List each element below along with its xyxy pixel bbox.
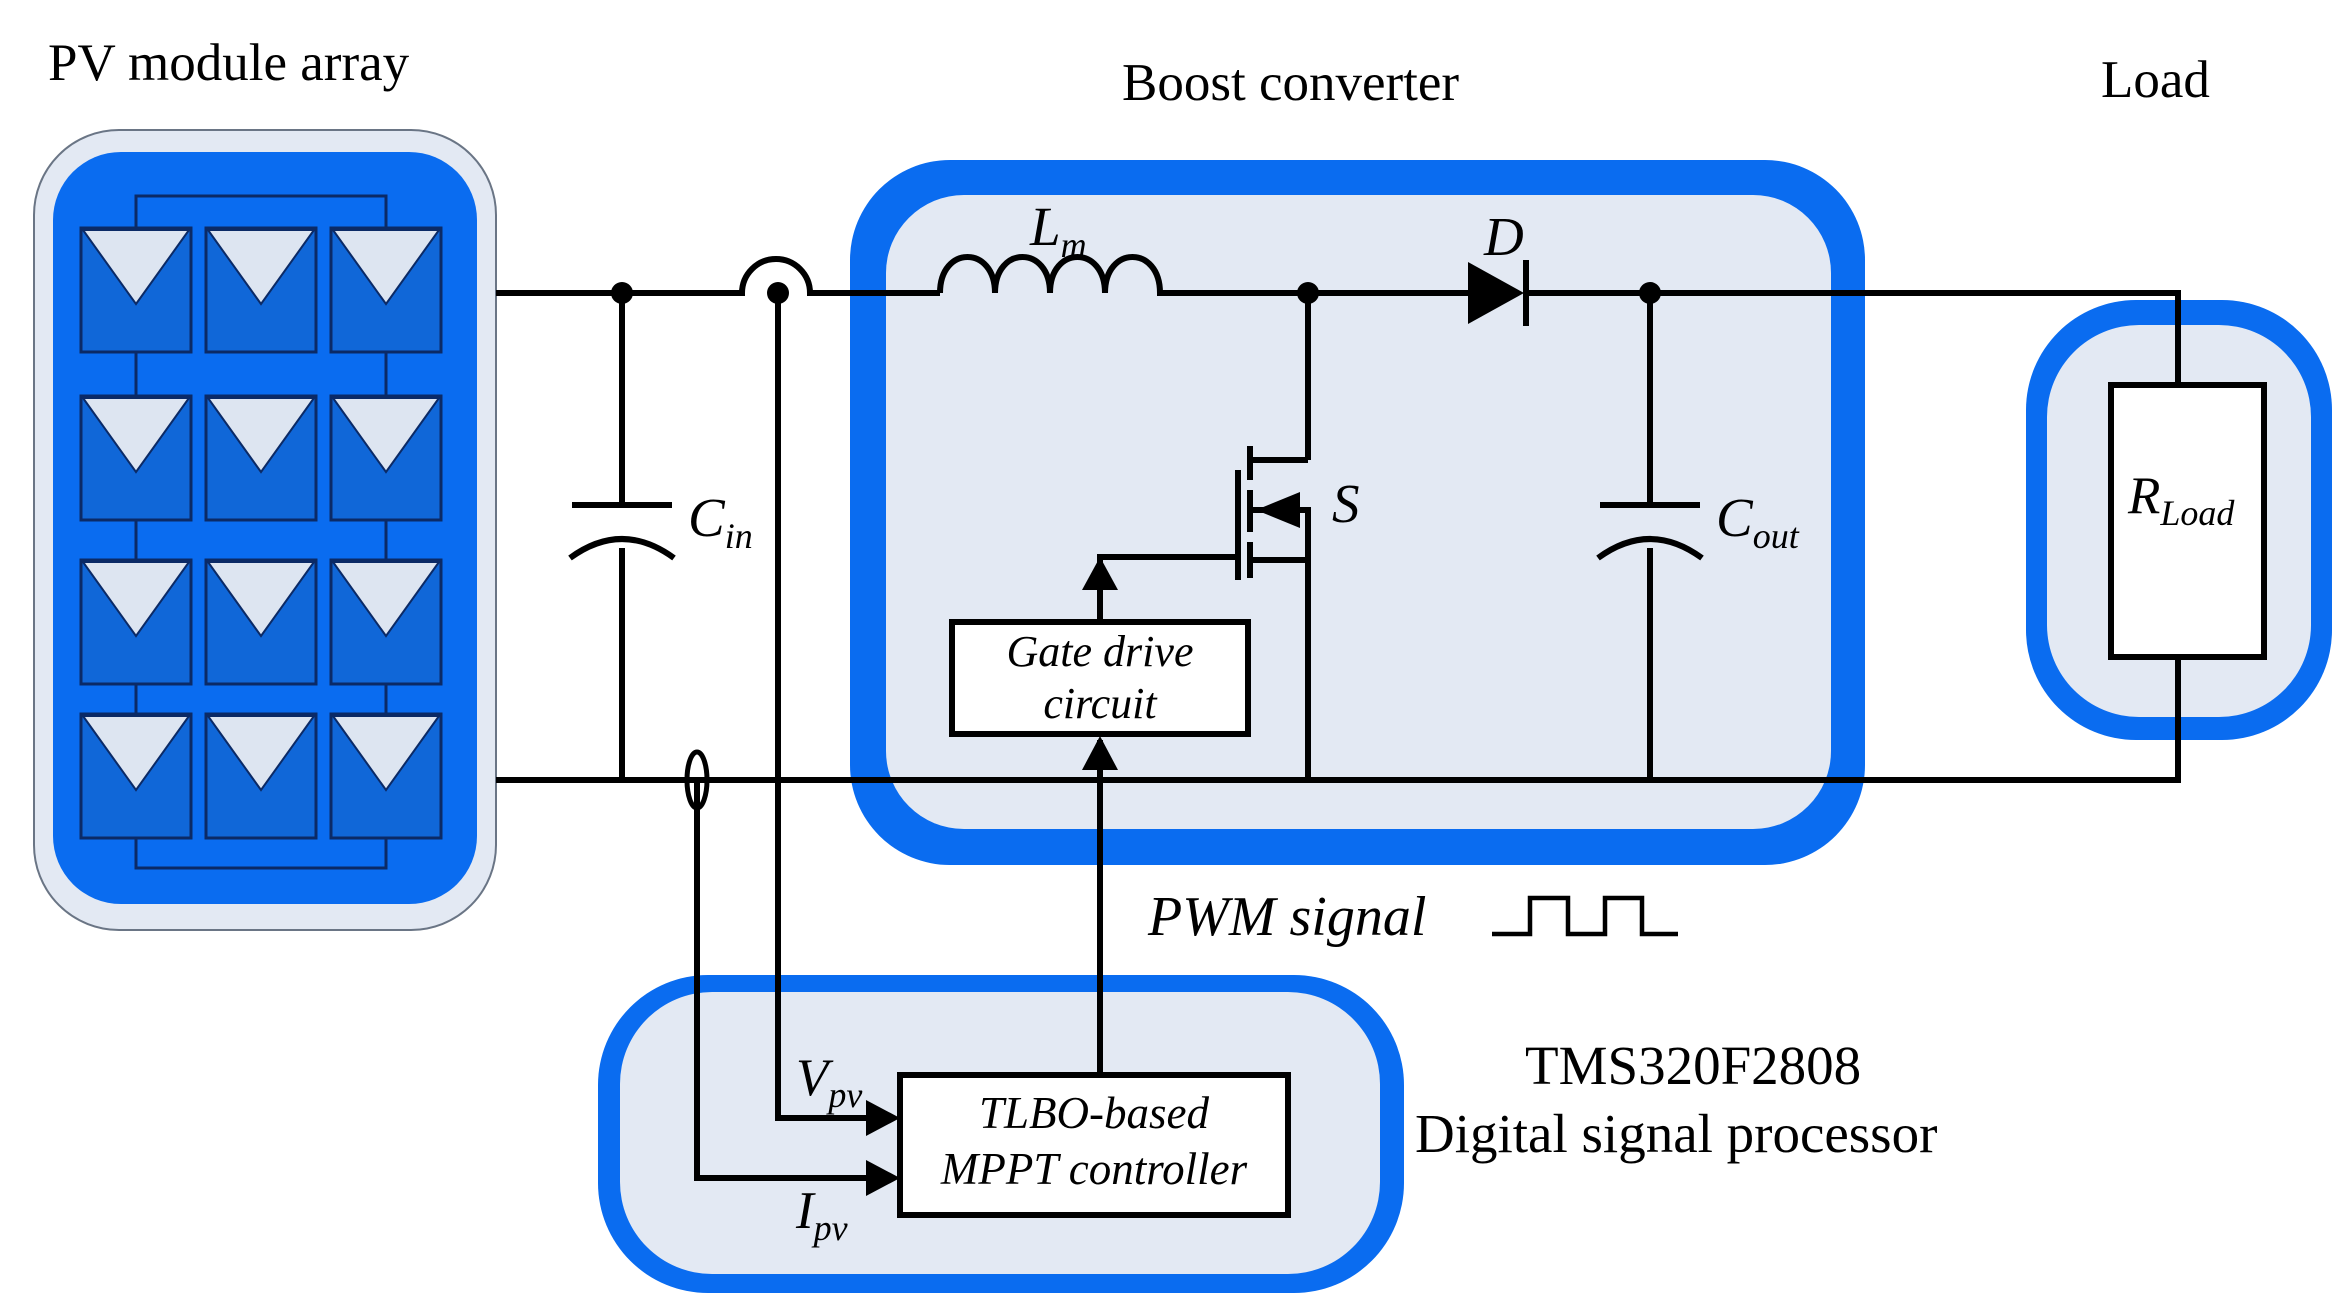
pv-cell	[204, 226, 318, 354]
load-resistor-icon	[2108, 382, 2267, 660]
load-label: Load	[2101, 51, 2210, 109]
ipv-label: Ipv	[795, 1182, 848, 1248]
junction-dots	[611, 282, 1661, 304]
input-capacitor-label: Cin	[688, 487, 753, 556]
mosfet-switch-icon	[1235, 446, 1311, 580]
vpv-label: Vpv	[796, 1049, 862, 1115]
output-capacitor-icon	[1596, 502, 1704, 561]
load-resistor-label: RLoad	[2127, 467, 2235, 533]
pv-cells	[79, 226, 443, 840]
input-capacitor-icon	[568, 502, 676, 561]
gate-drive-block	[949, 619, 1251, 737]
pv-cell	[79, 226, 193, 354]
boost-converter-label: Boost converter	[1122, 54, 1459, 112]
pv-cell	[204, 394, 318, 522]
signal-arrows	[866, 557, 1118, 1196]
pv-cell	[79, 712, 193, 840]
switch-label: S	[1332, 473, 1360, 534]
output-capacitor-label: Cout	[1716, 487, 1800, 556]
pwm-waveform-icon	[1492, 895, 1678, 937]
mppt-line2: MPPT controller	[940, 1144, 1248, 1194]
pv-cell	[329, 558, 443, 686]
inductor-label: Lm	[1029, 196, 1087, 265]
pwm-signal-label: PWM signal	[1147, 886, 1426, 948]
pv-cell	[204, 712, 318, 840]
pv-cell	[329, 226, 443, 354]
current-sensor-icon	[684, 749, 710, 811]
pv-cell	[329, 712, 443, 840]
dsp-description-label: Digital signal processor	[1415, 1103, 1937, 1164]
diode-icon	[1466, 260, 1529, 326]
pv-cell	[79, 558, 193, 686]
gate-drive-line2: circuit	[1043, 679, 1158, 728]
pv-cell	[204, 558, 318, 686]
mppt-line1: TLBO-based	[979, 1088, 1210, 1138]
pv-cell	[79, 394, 193, 522]
inductor-icon	[937, 254, 1166, 297]
gate-drive-line1: Gate drive	[1007, 627, 1194, 676]
pv-module-array	[33, 129, 497, 931]
diode-label: D	[1483, 206, 1524, 267]
pv-cell	[329, 394, 443, 522]
pv-array-label: PV module array	[48, 34, 410, 92]
dsp-model-label: TMS320F2808	[1525, 1035, 1861, 1096]
mppt-controller-block	[897, 1072, 1291, 1218]
circuit-wires	[496, 256, 2181, 1181]
